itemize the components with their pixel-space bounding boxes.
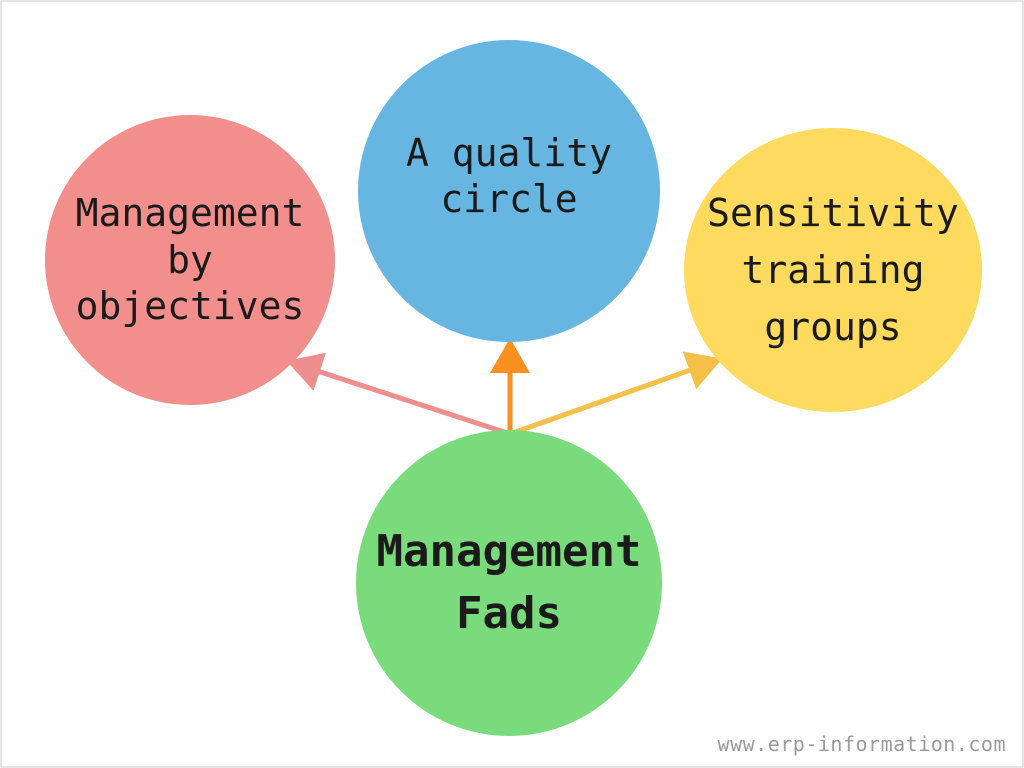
node-sensitivity-training-groups: Sensitivity training groups <box>684 128 982 412</box>
node-label-line: objectives <box>75 284 305 329</box>
node-label-line: A quality <box>406 131 612 175</box>
node-management-fads: Management Fads <box>356 430 662 736</box>
node-label-line: by <box>167 237 213 282</box>
node-label-line: Management <box>75 191 305 236</box>
arrow-to-management-by-objectives <box>286 352 511 437</box>
node-management-by-objectives: Management by objectives <box>45 115 335 405</box>
node-label-line: circle <box>440 177 578 222</box>
node-quality-circle: A quality circle <box>358 40 660 342</box>
arrow-to-sensitivity-training-groups <box>509 351 723 437</box>
node-title-line: Management <box>376 525 642 577</box>
watermark-url: www.erp-information.com <box>717 732 1006 756</box>
node-label-line: Sensitivity <box>707 190 959 235</box>
node-label-line: groups <box>764 304 902 349</box>
node-title-line: Fads <box>456 588 562 639</box>
node-label-line: training <box>741 247 925 292</box>
